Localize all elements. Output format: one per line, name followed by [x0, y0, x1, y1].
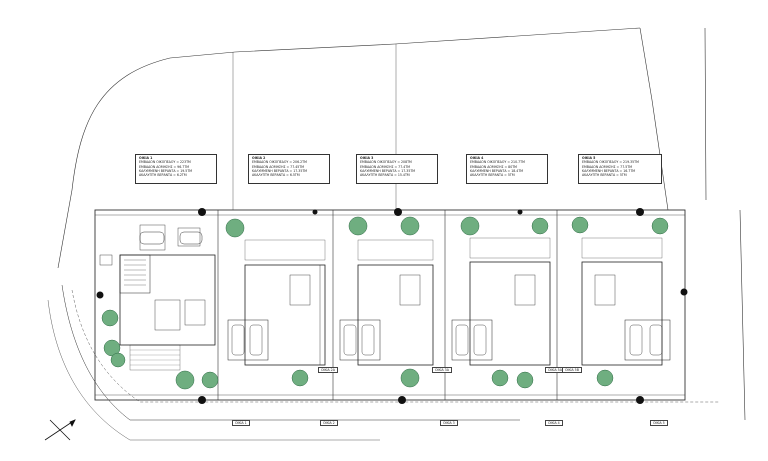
road-edge-left [61, 284, 520, 421]
house-3-line: ΑΚΑΛΥΠΤΗ ΒΕΡΑΝΤΑ = 15.4ΤΜ [360, 173, 410, 178]
car-icon [139, 231, 203, 245]
house-5-plan-label: ΟΙΚΙΑ 5 [650, 420, 668, 426]
house-4-line: ΕΜΒΑΔΟΝ ΔΟΜΗΣΗΣ = 80ΤΜ [470, 164, 517, 169]
plot-boundary-curve [57, 27, 641, 269]
house-1-info-box: ΟΙΚΙΑ 1 ΕΜΒΑΔΟΝ ΟΙΚΟΠΕΔΟΥ = 223ΤΜ ΕΜΒΑΔΟ… [135, 154, 217, 184]
house-5-line: ΕΜΒΑΔΟΝ ΟΙΚΟΠΕΔΟΥ = 219.35ΤΜ [582, 160, 639, 165]
house-3-plan-label: ΟΙΚΙΑ 3 [440, 420, 458, 426]
house-3-info-box: ΟΙΚΙΑ 3 ΕΜΒΑΔΟΝ ΟΙΚΟΠΕΔΟΥ = 208ΤΜ ΕΜΒΑΔΟ… [356, 154, 438, 184]
house-4-line: ΚΑΛΥΜΜΕΝΗ ΒΕΡΑΝΤΑ = 18.4ΤΜ [470, 168, 524, 173]
house-4-plan [451, 237, 551, 366]
house-5-line: ΕΜΒΑΔΟΝ ΔΟΜΗΣΗΣ = 77.5ΤΜ [582, 164, 632, 169]
house-1-title: ΟΙΚΙΑ 1 [139, 156, 153, 160]
house-1-line: ΕΜΒΑΔΟΝ ΔΟΜΗΣΗΣ = 96.7ΤΜ [139, 164, 189, 169]
house-3-line: ΕΜΒΑΔΟΝ ΔΟΜΗΣΗΣ = 77.4ΤΜ [360, 164, 410, 169]
house-2-line: ΕΜΒΑΔΟΝ ΔΟΜΗΣΗΣ = 77.45ΤΜ [252, 164, 304, 169]
house-2a-label: ΟΙΚΙΑ 2Α [318, 367, 338, 373]
plot-boundary-far-right [704, 27, 746, 421]
house-2-line: ΚΑΛΥΜΜΕΝΗ ΒΕΡΑΝΤΑ = 17.35ΤΜ [252, 168, 308, 173]
house-3-line: ΕΜΒΑΔΟΝ ΟΙΚΟΠΕΔΟΥ = 208ΤΜ [360, 160, 412, 165]
house-5-line: ΑΚΑΛΥΠΤΗ ΒΕΡΑΝΤΑ = 5ΤΜ [582, 173, 627, 178]
house-5-line: ΚΑΛΥΜΜΕΝΗ ΒΕΡΑΝΤΑ = 16.7ΤΜ [582, 168, 636, 173]
house-2-plan-label: ΟΙΚΙΑ 2 [320, 420, 338, 426]
north-arrow-icon [44, 419, 76, 441]
house-3-plan [339, 239, 434, 366]
house-4-title: ΟΙΚΙΑ 4 [470, 156, 484, 160]
tree-icons [101, 216, 669, 390]
house-3a-label: ΟΙΚΙΑ 3Α [432, 367, 452, 373]
house-2-line: ΕΜΒΑΔΟΝ ΟΙΚΟΠΕΔΟΥ = 206.2ΤΜ [252, 160, 307, 165]
house-2-info-box: ΟΙΚΙΑ 2 ΕΜΒΑΔΟΝ ΟΙΚΟΠΕΔΟΥ = 206.2ΤΜ ΕΜΒΑ… [248, 154, 330, 184]
house-2-plan [227, 239, 326, 366]
house-5-info-box: ΟΙΚΙΑ 5 ΕΜΒΑΔΟΝ ΟΙΚΟΠΕΔΟΥ = 219.35ΤΜ ΕΜΒ… [578, 154, 662, 184]
house-5-plan [581, 237, 671, 366]
plot-boundary-right [639, 27, 669, 211]
house-1-plan-label: ΟΙΚΙΑ 1 [232, 420, 250, 426]
house-1-plan [99, 224, 216, 371]
house-3-line: ΚΑΛΥΜΜΕΝΗ ΒΕΡΑΝΤΑ = 17.35ΤΜ [360, 168, 416, 173]
house-4-plan-label: ΟΙΚΙΑ 4 [545, 420, 563, 426]
house-5-title: ΟΙΚΙΑ 5 [582, 156, 596, 160]
house-4-info-box: ΟΙΚΙΑ 4 ΕΜΒΑΔΟΝ ΟΙΚΟΠΕΔΟΥ = 210.7ΤΜ ΕΜΒΑ… [466, 154, 548, 184]
house-4-line: ΕΜΒΑΔΟΝ ΟΙΚΟΠΕΔΟΥ = 210.7ΤΜ [470, 160, 525, 165]
house-1-line: ΚΑΛΥΜΜΕΝΗ ΒΕΡΑΝΤΑ = 19.5ΤΜ [139, 168, 193, 173]
house-4-line: ΑΚΑΛΥΠΤΗ ΒΕΡΑΝΤΑ = 5ΤΜ [470, 173, 515, 178]
house-2-title: ΟΙΚΙΑ 2 [252, 156, 266, 160]
house-5b-label: ΟΙΚΙΑ 5Β [562, 367, 582, 373]
house-1-line: ΑΚΑΛΥΠΤΗ ΒΕΡΑΝΤΑ = 6.2ΤΜ [139, 173, 187, 178]
house-2-line: ΑΚΑΛΥΠΤΗ ΒΕΡΑΝΤΑ = 6.5ΤΜ [252, 173, 300, 178]
house-3-title: ΟΙΚΙΑ 3 [360, 156, 374, 160]
site-strip-outline [94, 209, 686, 401]
house-1-line: ΕΜΒΑΔΟΝ ΟΙΚΟΠΕΔΟΥ = 223ΤΜ [139, 160, 191, 165]
